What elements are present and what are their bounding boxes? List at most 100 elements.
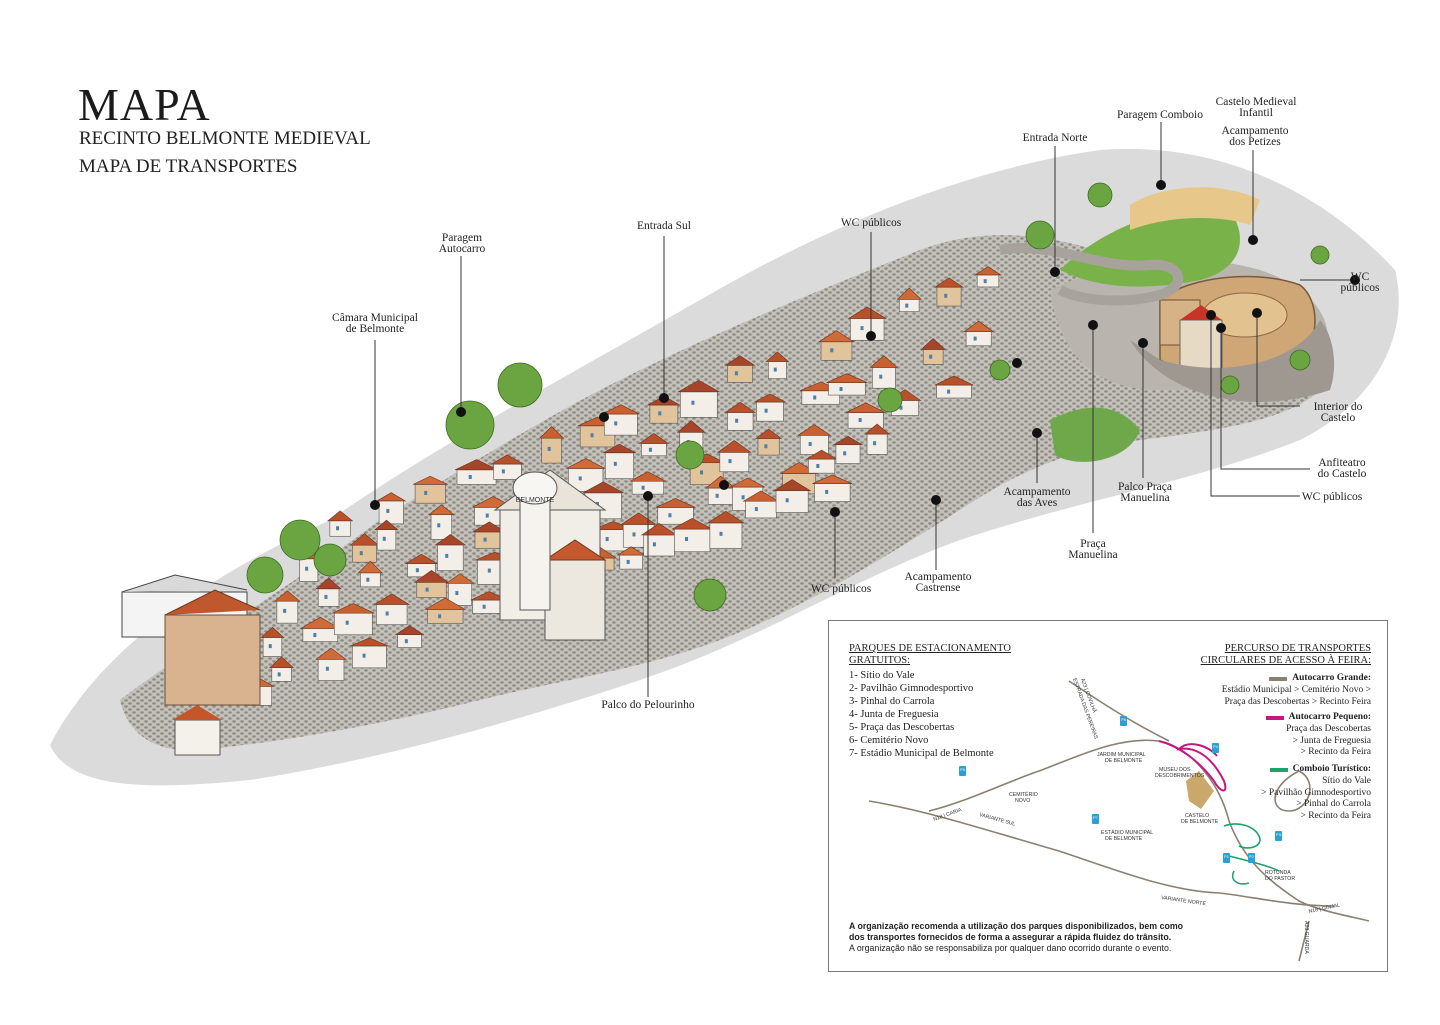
- house-roof: [920, 338, 946, 350]
- house-window: [438, 614, 442, 619]
- house: [965, 331, 992, 347]
- tree: [497, 362, 543, 408]
- house-roof: [742, 490, 780, 502]
- house: [605, 452, 634, 479]
- house-window: [947, 389, 951, 394]
- tree: [246, 556, 284, 594]
- house-window: [843, 451, 847, 456]
- house-roof: [616, 546, 646, 556]
- house-roof: [817, 330, 855, 343]
- house: [835, 444, 861, 464]
- route-autocarro-grande: Autocarro Grande: Estádio Municipal > Ce…: [1221, 673, 1371, 707]
- house-window: [754, 507, 758, 512]
- house: [768, 361, 787, 379]
- house-roof: [538, 426, 565, 439]
- house: [775, 490, 809, 513]
- tree: [313, 543, 347, 577]
- tree: [1087, 182, 1113, 208]
- house: [936, 286, 962, 307]
- house: [317, 658, 345, 681]
- house-window: [455, 591, 459, 596]
- house: [360, 572, 381, 588]
- road-variante: [868, 800, 1220, 894]
- parks-list-item: 7- Estádio Municipal de Belmonte: [849, 748, 994, 759]
- tree: [445, 400, 495, 450]
- house-window: [825, 489, 829, 494]
- road-loop: [1274, 770, 1311, 812]
- house-window: [816, 463, 820, 468]
- house-roof: [454, 459, 499, 471]
- house: [745, 500, 777, 519]
- house-roof: [797, 424, 832, 436]
- house: [416, 581, 447, 598]
- house-window: [501, 469, 505, 474]
- house: [352, 645, 387, 669]
- house: [474, 531, 504, 549]
- house-roof: [332, 603, 375, 614]
- house-window: [973, 336, 977, 341]
- house-roof: [428, 504, 455, 516]
- house-window: [808, 442, 812, 447]
- house-window: [648, 447, 652, 452]
- house-roof: [974, 266, 1002, 276]
- house-window: [658, 411, 662, 416]
- house-window: [614, 421, 618, 426]
- house-window: [879, 374, 883, 379]
- house-roof: [471, 521, 507, 533]
- house-roof: [349, 533, 380, 546]
- house-roof: [933, 277, 965, 288]
- house: [456, 469, 497, 485]
- label-wc-publicos-top: WC públicos: [840, 217, 902, 229]
- house: [329, 520, 351, 537]
- house-window: [345, 620, 349, 625]
- house-roof: [765, 351, 790, 362]
- house-window: [983, 279, 987, 284]
- house-roof: [672, 517, 713, 530]
- house-window: [668, 513, 672, 518]
- house-window: [382, 536, 386, 541]
- house-window: [324, 594, 328, 599]
- house-window: [899, 405, 903, 410]
- house-window: [632, 532, 636, 537]
- parking-marker-p4: [1212, 743, 1219, 753]
- parking-marker-label: P1: [1224, 855, 1229, 859]
- house: [427, 609, 464, 624]
- route-swatch-grey: [1269, 676, 1288, 681]
- house-window: [305, 566, 309, 571]
- house-window: [483, 537, 487, 542]
- parks-list-item: 2- Pavilhão Gimnodesportivo: [849, 683, 974, 694]
- label-wc-publicos-bottom: WC públicos: [810, 583, 872, 595]
- parking-marker-p2: [1248, 853, 1255, 863]
- house-window: [445, 553, 449, 558]
- house-roof: [350, 637, 389, 647]
- house-roof: [357, 560, 383, 574]
- house-window: [719, 531, 723, 536]
- house: [414, 484, 446, 504]
- house-window: [764, 444, 768, 449]
- house-roof: [706, 510, 745, 524]
- house-window: [268, 644, 272, 649]
- route-comboio: [1223, 823, 1280, 885]
- house-window: [437, 523, 441, 528]
- house-window: [386, 508, 390, 513]
- house-roof: [434, 534, 467, 546]
- house-window: [415, 568, 419, 573]
- house-roof: [603, 443, 636, 454]
- house: [334, 612, 373, 636]
- house-roof: [470, 591, 508, 601]
- house-roof: [812, 474, 853, 484]
- house: [709, 522, 743, 549]
- house: [437, 544, 464, 571]
- tree: [1310, 245, 1330, 265]
